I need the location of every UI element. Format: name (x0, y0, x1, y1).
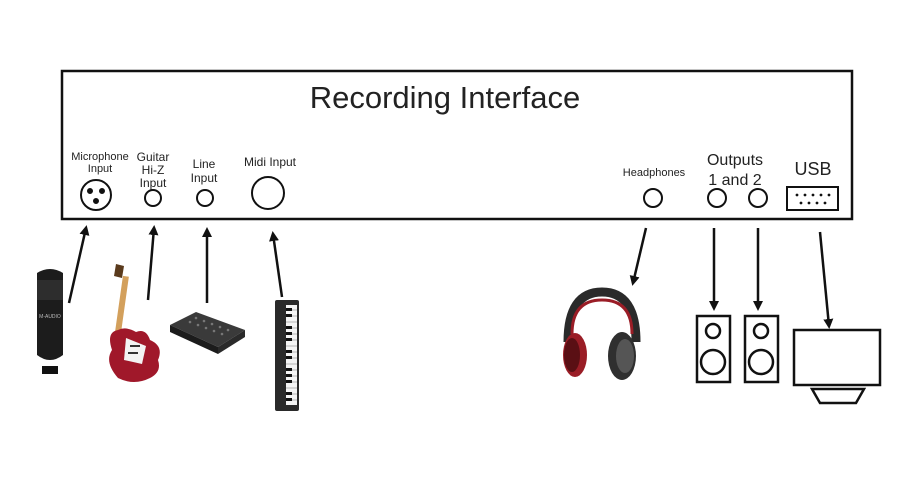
usb-port (786, 186, 839, 211)
speaker-left-icon (695, 314, 732, 384)
microphone-brand: M-AUDIO (39, 314, 61, 320)
outputs-label-1: Outputs (707, 152, 763, 169)
guitar-input-label-3: Input (140, 176, 167, 190)
headphone-jack (643, 188, 663, 208)
arrow-microphone (67, 225, 90, 304)
interface-box (60, 69, 854, 221)
microphone-icon: M-AUDIO (37, 269, 63, 374)
microphone-input-label-2: Input (88, 163, 112, 175)
output-2-jack (748, 188, 768, 208)
headphones-icon (563, 287, 641, 380)
line-jack (196, 189, 214, 207)
xlr-jack (80, 179, 112, 211)
computer-monitor-icon (792, 328, 882, 405)
diagram-title: Recording Interface (310, 80, 581, 115)
output-1-jack (707, 188, 727, 208)
usb-label: USB (794, 159, 831, 179)
midi-keyboard-icon (275, 300, 299, 411)
outputs-label-2: 1 and 2 (708, 172, 761, 189)
arrow-headphones (629, 227, 648, 286)
line-input-label-1: Line (193, 157, 216, 171)
guitar-jack (144, 189, 162, 207)
line-input-label-2: Input (191, 171, 218, 185)
guitar-input-label-1: Guitar (137, 150, 170, 164)
arrow-midi (269, 231, 284, 298)
arrow-guitar (146, 225, 159, 301)
arrow-usb (818, 231, 834, 329)
speaker-right-icon (743, 314, 780, 384)
pedal-icon (170, 312, 245, 354)
microphone-input-label-1: Microphone (71, 151, 128, 163)
midi-jack (251, 176, 285, 210)
guitar-icon (109, 264, 160, 382)
guitar-input-label-2: Hi-Z (142, 163, 165, 177)
headphones-label: Headphones (623, 167, 686, 179)
midi-input-label: Midi Input (244, 155, 297, 169)
